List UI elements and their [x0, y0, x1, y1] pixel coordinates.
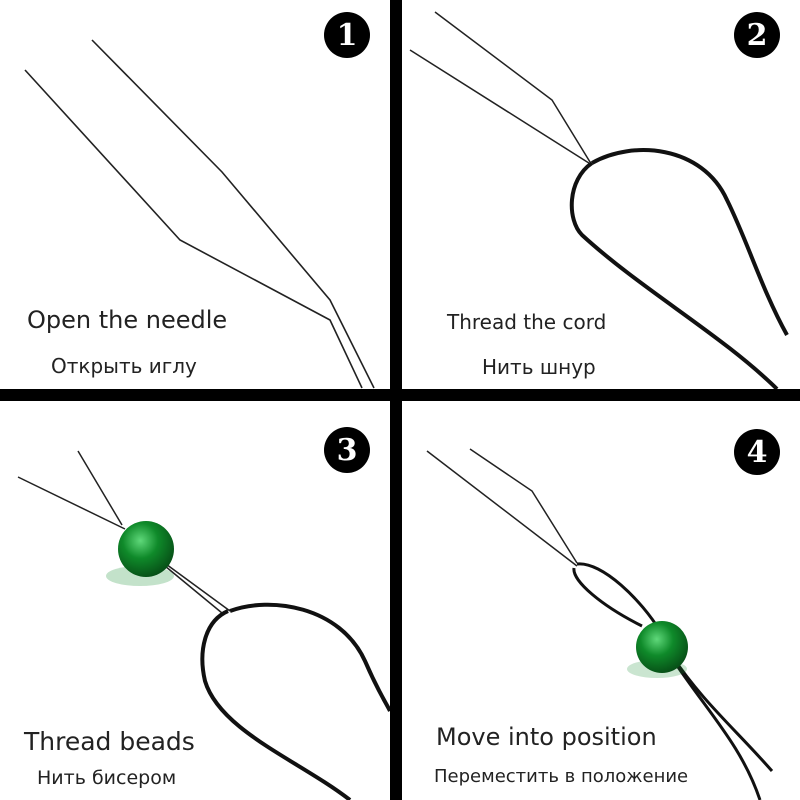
green-bead — [118, 521, 174, 577]
move-into-position-illustration — [426, 448, 774, 800]
thread-cord-illustration — [409, 11, 789, 389]
step-1-caption-en: Open the needle — [27, 306, 228, 334]
thread-beads-illustration — [17, 450, 390, 800]
step-3-caption-en: Thread beads — [24, 727, 195, 756]
step-badge-3: 3 — [324, 427, 370, 473]
step-badge-4: 4 — [734, 429, 780, 475]
step-4-caption-ru: Переместить в положение — [434, 766, 689, 787]
step-3-caption-ru: Нить бисером — [37, 767, 177, 789]
open-needle-illustration — [24, 39, 375, 389]
step-badge-1: 1 — [324, 12, 370, 58]
step-1-caption-ru: Открыть иглу — [51, 354, 197, 378]
step-2-caption-en: Thread the cord — [447, 310, 607, 334]
step-panel-3: 3 Thread beads Нить бисером — [0, 401, 390, 800]
step-4-caption-en: Move into position — [436, 723, 657, 751]
step-badge-2: 2 — [734, 12, 780, 58]
green-bead — [636, 621, 688, 673]
step-panel-2: 2 Thread the cord Нить шнур — [402, 0, 800, 389]
step-panel-1: 1 Open the needle Открыть иглу — [0, 0, 390, 389]
step-panel-4: 4 Move into position Переместить в полож… — [402, 401, 800, 800]
step-2-caption-ru: Нить шнур — [482, 355, 596, 379]
